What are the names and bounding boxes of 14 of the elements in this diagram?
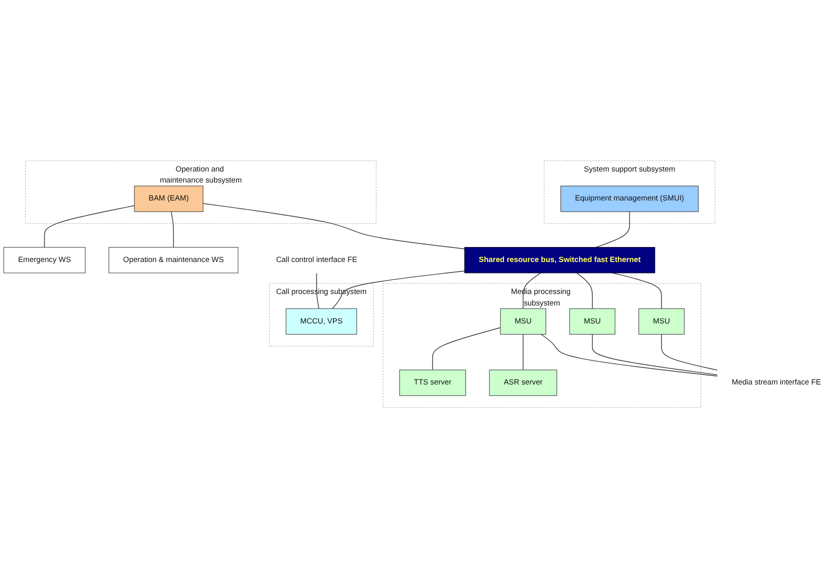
- connector: [661, 334, 718, 371]
- connector: [522, 272, 542, 310]
- connector: [612, 272, 662, 310]
- connector: [540, 334, 718, 377]
- connector: [576, 272, 593, 310]
- connector: [332, 270, 465, 310]
- connector: [592, 334, 718, 376]
- connector: [170, 212, 174, 248]
- connector: [522, 334, 524, 371]
- connector: [432, 328, 501, 371]
- connector: [44, 206, 135, 248]
- connector: [596, 212, 630, 248]
- connector: [316, 272, 320, 310]
- connector: [202, 204, 465, 250]
